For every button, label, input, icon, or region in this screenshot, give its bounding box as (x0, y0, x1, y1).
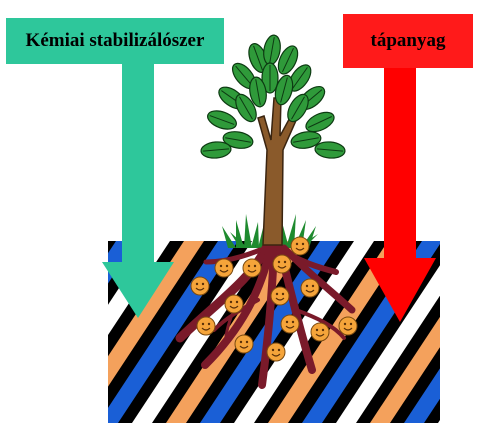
tree-icon (200, 34, 345, 245)
smiley-particle-icon (243, 259, 261, 277)
smiley-particle-icon (267, 343, 285, 361)
smiley-particle-icon (311, 323, 329, 341)
stabilizer-arrow-shaft (122, 60, 154, 270)
grass-blade (244, 214, 252, 248)
soil-stripe (0, 241, 68, 423)
smiley-particle-icon (235, 335, 253, 353)
smiley-particle-icon (291, 237, 309, 255)
smiley-particle-icon (281, 315, 299, 333)
smiley-particle-icon (339, 317, 357, 335)
soil-stripe (472, 241, 491, 423)
smiley-particle-icon (191, 277, 209, 295)
smiley-particle-icon (273, 255, 291, 273)
soil-stripe (0, 241, 102, 423)
nutrient-label: tápanyag (343, 14, 473, 68)
leaf (200, 141, 231, 160)
leaf (205, 107, 239, 132)
smiley-particle-icon (225, 295, 243, 313)
stabilizer-label: Kémiai stabilizálószer (6, 18, 224, 64)
smiley-particle-icon (301, 279, 319, 297)
soil-stripe (0, 241, 34, 423)
smiley-particle-icon (271, 287, 289, 305)
smiley-particle-icon (197, 317, 215, 335)
smiley-particle-icon (215, 259, 233, 277)
soil-stripe (438, 241, 491, 423)
nutrient-arrow-shaft (384, 62, 416, 262)
leaf (314, 141, 345, 160)
grass-blade (251, 222, 259, 248)
